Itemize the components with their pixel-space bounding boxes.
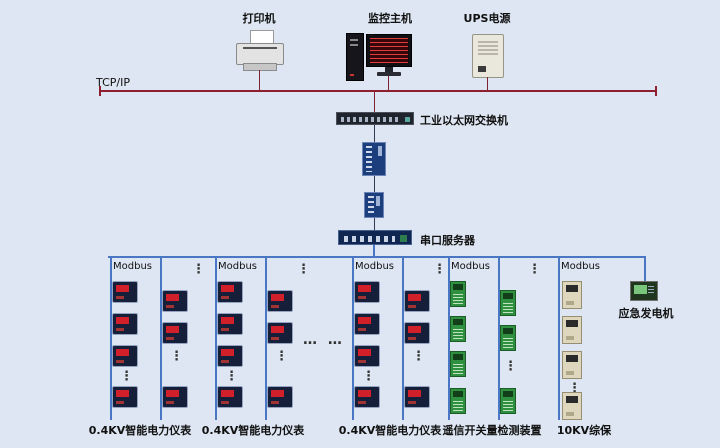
more-items-dots: ⋮ [192,262,205,277]
power-meter-icon [162,290,188,312]
modbus-rail-line [110,256,112,420]
io-module-icon [450,388,466,414]
power-meter-icon [112,345,138,367]
tcpip-left-cap [99,86,101,96]
generator-label: 应急发电机 [618,307,674,320]
tcpip-bus-line [100,90,657,92]
modbus-rail-line [402,256,404,420]
more-items-dots: ⋮ [275,349,288,364]
media-converter-icon [364,192,384,218]
power-meter-icon [112,281,138,303]
printer-body [236,43,284,65]
power-meter-icon [217,281,243,303]
power-meter-icon [217,386,243,408]
switch-uplink-line [374,92,375,112]
more-items-dots: ⋮ [568,381,581,396]
printer-label: 打印机 [242,12,276,25]
modbus-rail-line [215,256,217,420]
modbus-rail-line [448,256,450,420]
protection-relay-icon [562,281,582,309]
more-items-dots: ⋮ [433,262,446,277]
protection-relay-icon [562,316,582,344]
power-meter-icon [162,322,188,344]
monitor-screen [370,38,408,63]
group2-label: 0.4KV智能电力仪表 [201,424,305,437]
modbus-rail-line [558,256,560,420]
io-module-icon [500,290,516,316]
ethernet-switch-icon [336,112,414,125]
serial-server-label: 串口服务器 [420,234,475,247]
power-meter-icon [354,313,380,335]
group3-label: 0.4KV智能电力仪表 [338,424,442,437]
printer-tray [243,63,277,71]
protection-relay-icon [562,392,582,420]
ups-drop-line [487,77,488,90]
io-module-icon [450,351,466,377]
fiber-converter-icon [362,142,386,176]
generator-controller-icon [630,281,658,301]
ethernet-switch-label: 工业以太网交换机 [420,114,508,127]
more-items-dots: ⋮ [225,369,238,384]
io-module-icon [450,316,466,342]
more-items-dots: ⋮ [504,359,517,374]
io-module-icon [500,388,516,414]
monitor-base [377,72,401,76]
monitor-icon [366,34,412,67]
pc-tower-icon [346,33,364,81]
protection-relay-icon [562,351,582,379]
more-groups-dots: … … [303,332,345,348]
more-items-dots: ⋮ [120,369,133,384]
io-module-icon [450,281,466,307]
more-items-dots: ⋮ [412,349,425,364]
modbus-rail-line [352,256,354,420]
converter-converter-line [374,176,375,192]
power-meter-icon [267,290,293,312]
serial-server-icon [338,230,412,245]
monitor-stand [385,67,393,72]
power-meter-icon [217,313,243,335]
more-items-dots: ⋮ [528,262,541,277]
power-meter-icon [404,322,430,344]
power-meter-icon [267,322,293,344]
more-items-dots: ⋮ [362,369,375,384]
power-meter-icon [267,386,293,408]
modbus-label: Modbus [561,261,600,272]
modbus-bus-line [108,256,646,258]
ups-icon [472,34,504,78]
modbus-label: Modbus [218,261,257,272]
more-items-dots: ⋮ [170,349,183,364]
converter-serial-line [374,218,375,230]
group1-label: 0.4KV智能电力仪表 [88,424,192,437]
more-items-dots: ⋮ [297,262,310,277]
power-meter-icon [112,386,138,408]
power-meter-icon [404,290,430,312]
tcpip-label: TCP/IP [96,76,130,89]
power-meter-icon [162,386,188,408]
host-drop-line [388,76,389,90]
group4-label: 遥信开关量检测装置 [442,424,542,437]
monitor-host-label: 监控主机 [368,12,412,25]
power-meter-icon [354,281,380,303]
modbus-label: Modbus [113,261,152,272]
generator-drop-line [644,256,646,281]
modbus-label: Modbus [355,261,394,272]
io-module-icon [500,325,516,351]
power-meter-icon [354,345,380,367]
modbus-rail-line [160,256,162,420]
ups-label: UPS电源 [463,12,511,25]
power-meter-icon [217,345,243,367]
modbus-rail-line [265,256,267,420]
modbus-label: Modbus [451,261,490,272]
serial-drop-line [373,245,375,257]
switch-converter-line [374,125,375,142]
group5-label: 10KV综保 [556,424,612,437]
printer-drop-line [259,70,260,90]
power-meter-icon [112,313,138,335]
modbus-rail-line [498,256,500,420]
tcpip-right-cap [655,86,657,96]
power-meter-icon [354,386,380,408]
power-meter-icon [404,386,430,408]
